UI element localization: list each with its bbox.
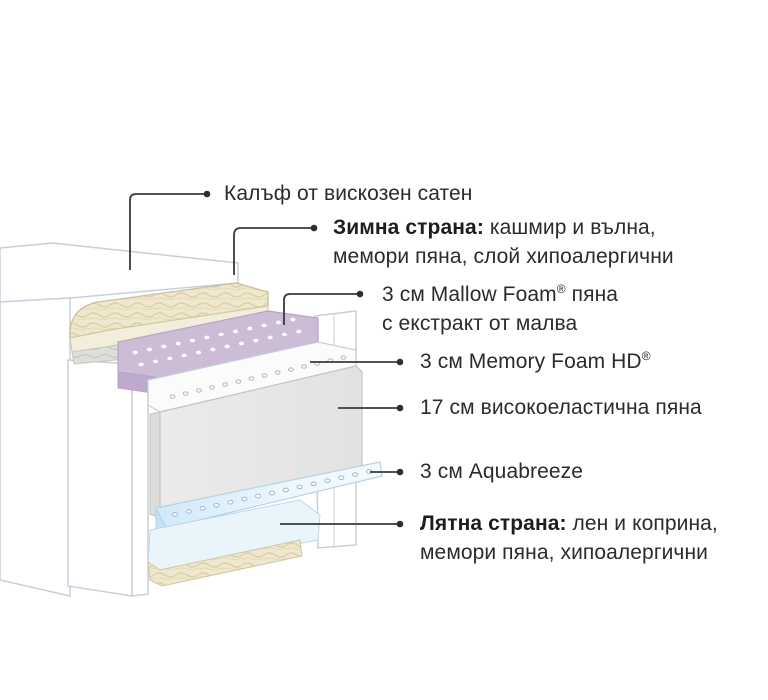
perforation-dot — [152, 359, 159, 364]
perforation-dot — [222, 382, 229, 387]
label-winter-line2: мемори пяна, слой хипоалергични — [333, 243, 674, 271]
perforation-dot — [247, 326, 253, 331]
perforation-dot — [218, 332, 224, 337]
label-aqua-text: 3 см Aquabreeze — [420, 460, 584, 483]
label-mallow-line2-text: с екстракт от малва — [382, 312, 578, 335]
label-summer-line2-text: мемори пяна, хипоалергични — [420, 541, 708, 564]
label-memory-reg: ® — [641, 349, 651, 363]
label-mallow-tail: пяна — [565, 283, 619, 306]
perforation-dot — [138, 362, 144, 367]
label-aqua: 3 см Aquabreeze — [420, 458, 583, 486]
perforation-dot — [282, 487, 289, 493]
label-winter-side: Зимна страна: кашмир и вълна, — [333, 214, 656, 242]
perforation-dot — [213, 502, 220, 508]
perforation-dot — [161, 344, 167, 349]
cover-back-panel — [0, 242, 239, 597]
perforation-dot — [261, 323, 267, 328]
dot-memory — [396, 358, 404, 366]
dot-cover — [203, 190, 211, 198]
perforation-dot — [238, 341, 245, 346]
perforation-dot — [248, 376, 255, 381]
perforation-dot — [301, 364, 307, 369]
label-winter-line2-text: мемори пяна, слой хипоалергични — [333, 245, 674, 268]
dot-aqua — [396, 468, 404, 476]
perforation-dot — [224, 344, 230, 349]
perforation-dot — [281, 332, 288, 337]
perforation-dot — [195, 350, 202, 355]
label-cover-text: Калъф от вискозен сатен — [224, 182, 473, 205]
perforation-dot — [253, 338, 259, 343]
perforation-dot — [352, 472, 359, 477]
perforation-dot — [310, 481, 317, 487]
cover-left-wall — [67, 359, 149, 597]
perforation-dot — [227, 499, 234, 505]
perforation-dot — [209, 385, 215, 390]
mallow-foam-layer — [117, 310, 319, 395]
perforation-dot — [290, 317, 296, 322]
label-winter-rest: кашмир и вълна, — [483, 216, 656, 239]
dot-summer — [396, 520, 404, 528]
label-summer-bold: Лятна страна: — [420, 512, 567, 535]
label-summer-rest: лен и коприна, — [566, 512, 718, 535]
label-mallow-text: 3 см Mallow Foam — [382, 283, 557, 306]
perforation-dot — [235, 379, 242, 384]
leader-lines — [129, 193, 398, 525]
leader-cover — [129, 193, 205, 270]
mallow-foam-perforations — [132, 317, 302, 367]
leader-mallow — [283, 293, 358, 325]
perforation-dot — [324, 478, 331, 484]
perforation-dot — [338, 475, 345, 481]
perforation-dot — [241, 496, 248, 502]
perforation-dot — [181, 353, 187, 358]
label-summer-line2: мемори пяна, хипоалергични — [420, 539, 708, 567]
perforation-dot — [210, 347, 216, 352]
perforation-dot — [267, 335, 273, 340]
perforation-dot — [196, 388, 202, 393]
label-mallow-reg: ® — [556, 282, 566, 296]
aquabreeze-layer — [155, 461, 383, 550]
perforation-dot — [167, 356, 173, 361]
perforation-dot — [189, 338, 196, 343]
label-cover: Калъф от вискозен сатен — [224, 180, 473, 208]
label-summer-side: Лятна страна: лен и коприна, — [420, 510, 718, 538]
perforation-dot — [255, 493, 262, 499]
perforation-dot — [171, 512, 178, 517]
dot-core — [396, 404, 404, 412]
aquabreeze-perforations — [171, 469, 373, 517]
perforation-dot — [268, 490, 276, 496]
perforation-dot — [340, 355, 347, 360]
perforation-dot — [132, 350, 138, 355]
dot-mallow — [356, 290, 364, 298]
label-core: 17 см високоеластична пяна — [420, 394, 702, 422]
perforation-dot — [169, 394, 176, 399]
perforation-dot — [185, 509, 192, 514]
label-mallow: 3 см Mallow Foam® пяна — [382, 281, 618, 309]
perforation-dot — [199, 505, 206, 511]
perforation-dot — [146, 347, 153, 352]
perforation-dot — [261, 373, 268, 378]
label-mallow-line2: с екстракт от малва — [382, 310, 577, 338]
label-memory: 3 см Memory Foam HD® — [420, 348, 651, 376]
perforation-dot — [296, 484, 303, 490]
label-memory-text: 3 см Memory Foam HD — [420, 350, 642, 373]
perforation-dot — [274, 370, 281, 375]
perforation-dot — [296, 329, 302, 334]
perforation-dot — [182, 391, 189, 396]
perforation-dot — [232, 329, 239, 334]
leader-winter — [233, 227, 312, 275]
leader-dots — [203, 190, 404, 528]
perforation-dot — [175, 341, 181, 346]
perforation-dot — [288, 367, 294, 372]
label-winter-bold: Зимна страна: — [333, 216, 484, 239]
summer-side-layer — [147, 499, 321, 587]
perforation-dot — [275, 320, 282, 325]
dot-winter — [310, 224, 318, 232]
label-core-text: 17 см високоеластична пяна — [420, 396, 702, 419]
perforation-dot — [204, 335, 210, 340]
